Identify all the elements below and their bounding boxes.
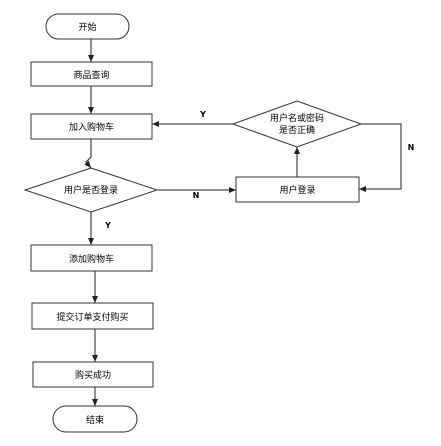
- purchase-success-box: 购买成功: [32, 361, 154, 388]
- credentials-yes-label: Y: [199, 110, 206, 119]
- credentials-decision-label-line1: 用户名或密码: [270, 112, 324, 124]
- product-query-box: 商品查询: [30, 61, 153, 87]
- user-login-label: 用户登录: [279, 184, 315, 196]
- add-to-cart-top-label: 加入购物车: [69, 121, 114, 133]
- edge-cart-top-to-login-check: [84, 139, 92, 169]
- connectors: [84, 39, 402, 406]
- credentials-no-label: N: [408, 143, 415, 152]
- start-label: 开始: [78, 21, 96, 33]
- logged-in-decision: 用户是否登录: [23, 167, 159, 213]
- user-login-box: 用户登录: [235, 176, 360, 203]
- logged-in-yes-label: Y: [104, 221, 111, 230]
- submit-order-box: 提交订单支付购买: [31, 302, 154, 330]
- product-query-label: 商品查询: [73, 69, 109, 81]
- submit-order-label: 提交订单支付购买: [56, 311, 128, 323]
- credentials-decision-label-line2: 是否正确: [279, 124, 315, 136]
- purchase-success-label: 购买成功: [75, 369, 111, 381]
- logged-in-decision-label: 用户是否登录: [64, 184, 118, 196]
- edge-credentials-no: [359, 123, 402, 192]
- add-to-cart-top-box: 加入购物车: [30, 113, 153, 140]
- end-terminator: 结束: [52, 405, 138, 433]
- add-to-cart-box: 添加购物车: [30, 244, 153, 272]
- end-label: 结束: [86, 414, 104, 426]
- logged-in-no-label: N: [193, 191, 200, 200]
- start-terminator: 开始: [45, 13, 130, 40]
- credentials-decision: 用户名或密码 是否正确: [231, 100, 363, 148]
- add-to-cart-label: 添加购物车: [69, 253, 114, 265]
